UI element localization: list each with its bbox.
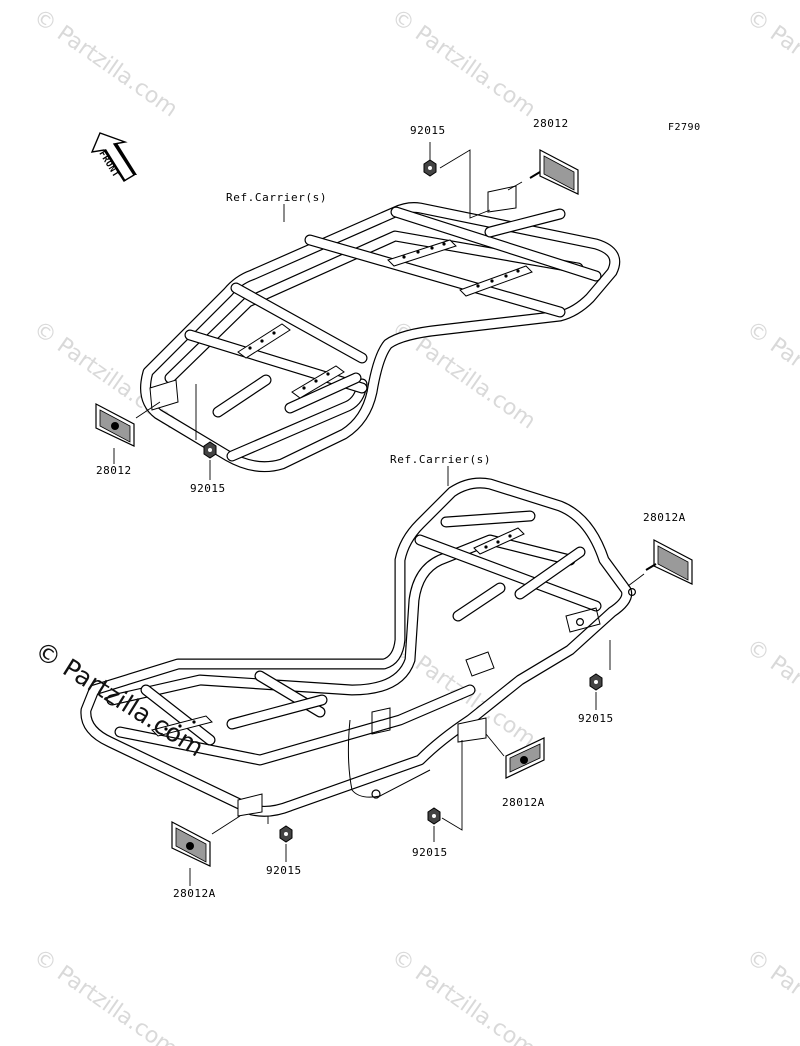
watermark: © Partzilla.com xyxy=(742,634,800,752)
top-reflector-label: 28012 xyxy=(533,117,569,130)
watermark: © Partzilla.com xyxy=(387,944,540,1046)
watermark: © Partzilla.com xyxy=(742,4,800,122)
front-arrow-icon: FRONT xyxy=(90,132,137,182)
rear-left-reflector xyxy=(171,821,211,867)
watermark: © Partzilla.com xyxy=(742,944,800,1046)
front-carrier xyxy=(140,185,621,473)
watermark: © Partzilla.com xyxy=(29,944,182,1046)
left-nut-label: 92015 xyxy=(190,482,226,495)
rear-center-reflector xyxy=(505,737,545,779)
rear-right-reflector-label: 28012A xyxy=(643,511,686,524)
rear-left-reflector-label: 28012A xyxy=(173,887,216,900)
left-reflector xyxy=(95,403,135,447)
top-reflector xyxy=(529,149,579,195)
rear-left-nut-label: 92015 xyxy=(266,864,302,877)
front-carrier-ref-label: Ref.Carrier(s) xyxy=(226,191,327,204)
watermark: © Partzilla.com xyxy=(29,4,182,122)
rear-right-reflector xyxy=(645,539,693,585)
rear-right-nut xyxy=(589,673,603,691)
rear-center-reflector-label: 28012A xyxy=(502,796,545,809)
figure-code: F2790 xyxy=(668,122,701,133)
left-reflector-label: 28012 xyxy=(96,464,132,477)
watermark: © Partzilla.com xyxy=(742,316,800,434)
left-nut xyxy=(203,441,217,459)
rear-center-nut-label: 92015 xyxy=(412,846,448,859)
top-nut-label: 92015 xyxy=(410,124,446,137)
rear-left-nut xyxy=(279,825,293,843)
top-nut xyxy=(423,159,437,177)
watermark: © Partzilla.com xyxy=(387,4,540,122)
rear-carrier-ref-label: Ref.Carrier(s) xyxy=(390,453,491,466)
rear-carrier xyxy=(80,477,636,817)
rear-center-nut xyxy=(427,807,441,825)
rear-right-nut-label: 92015 xyxy=(578,712,614,725)
